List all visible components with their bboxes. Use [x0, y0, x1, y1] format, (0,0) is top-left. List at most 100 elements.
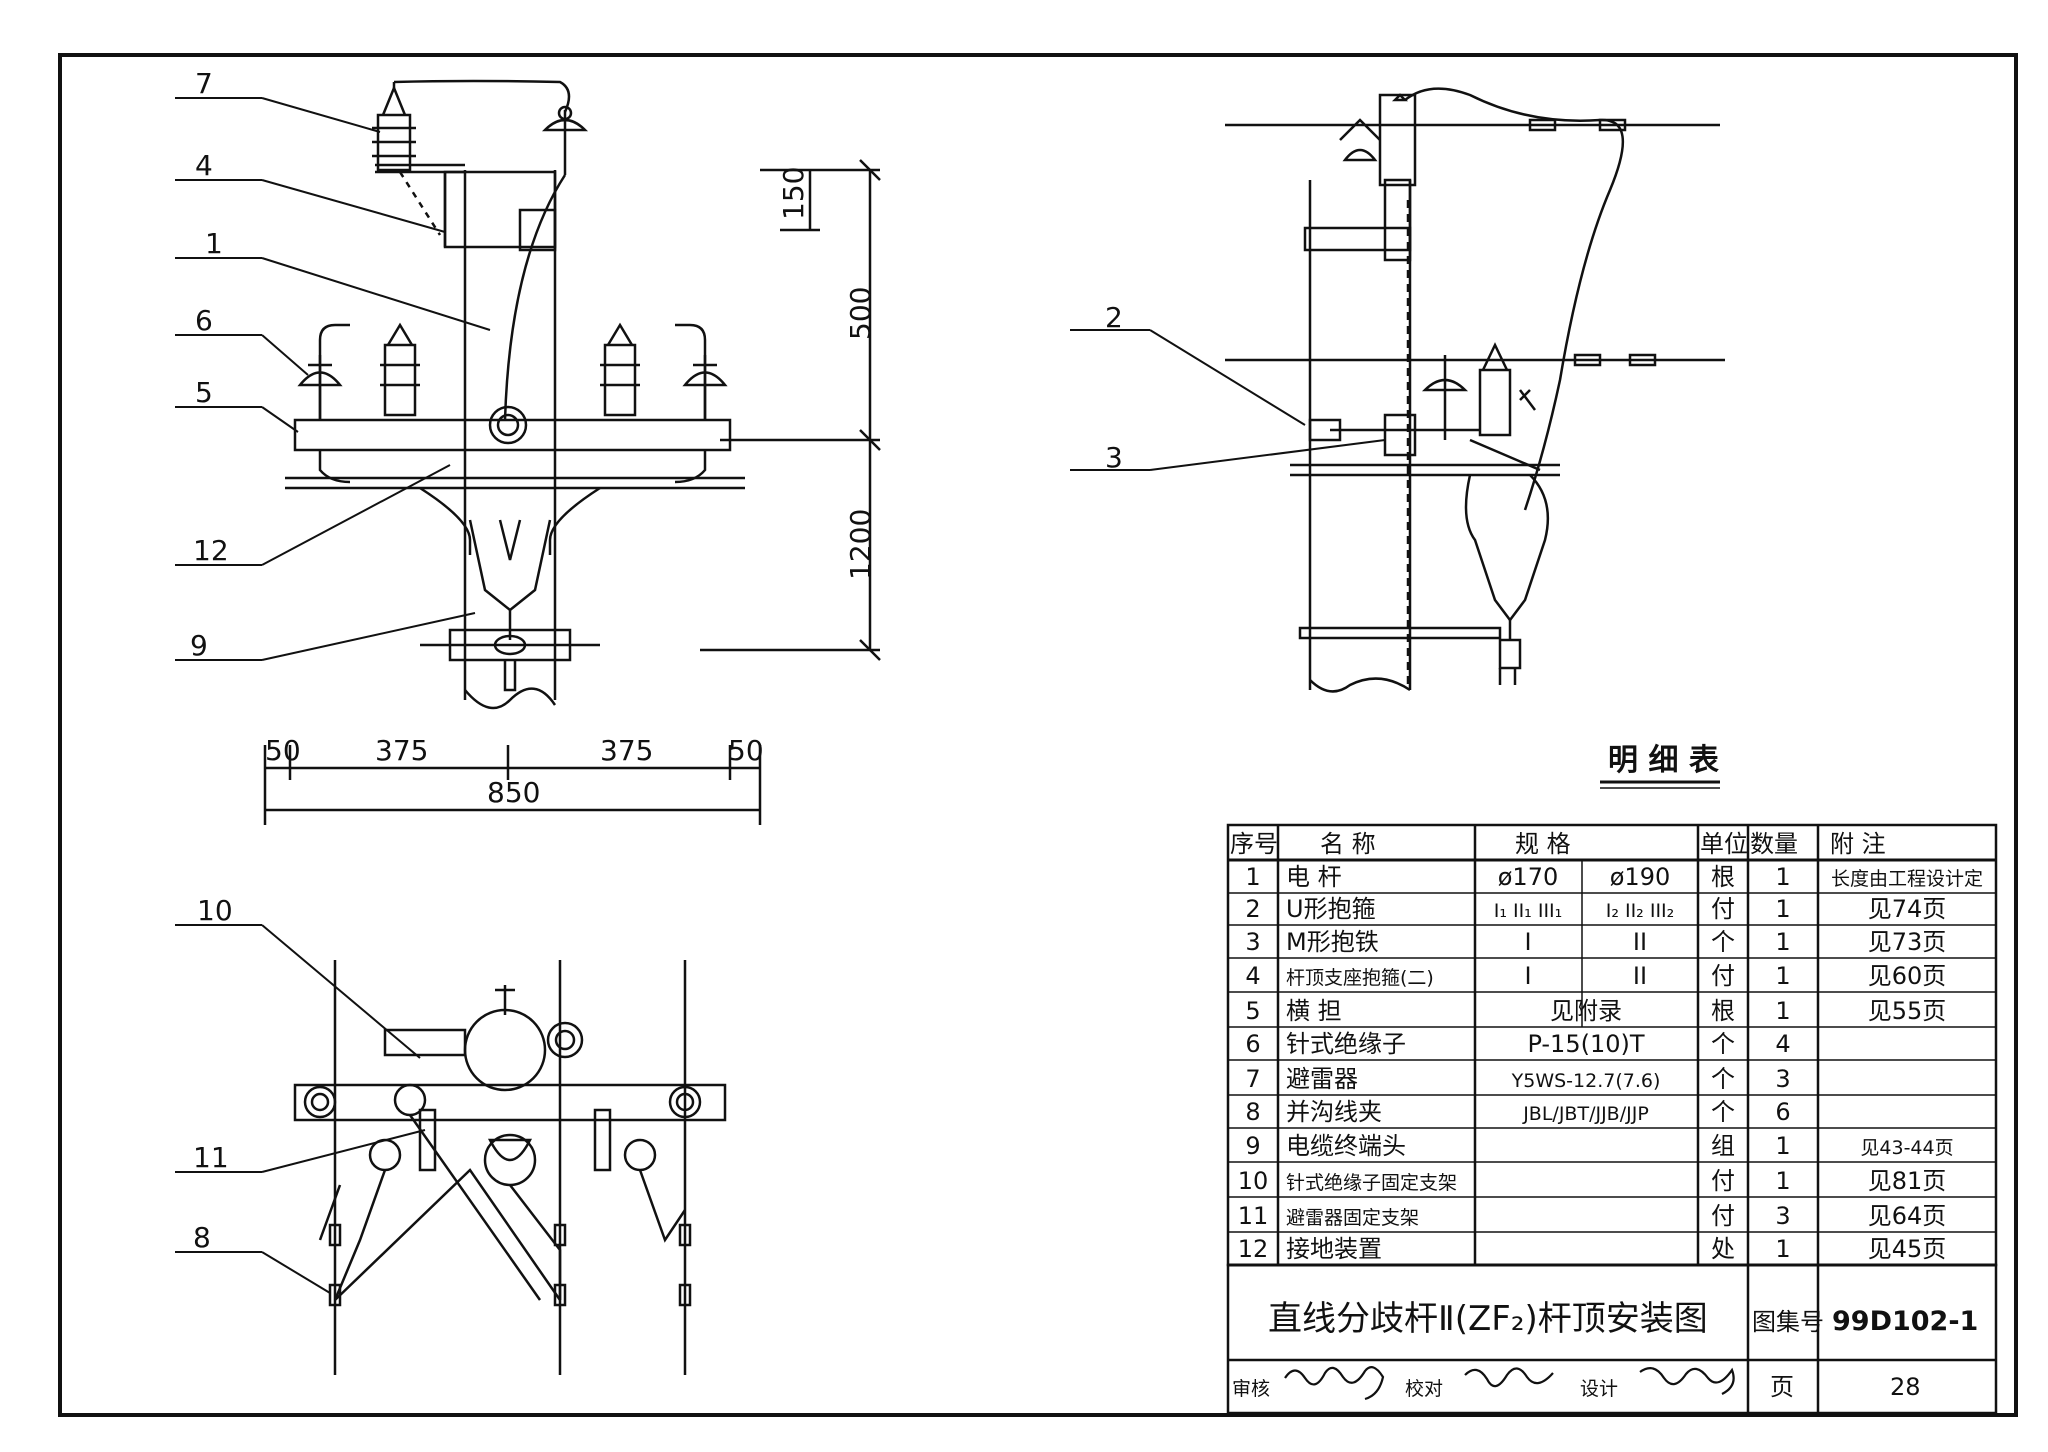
dimension-500: 500: [844, 287, 877, 340]
table-cell-spec-1: I₁ II₁ III₁: [1494, 900, 1563, 922]
table-cell-name: 接地装置: [1286, 1235, 1382, 1263]
part-label-10: 10: [197, 894, 233, 927]
atlas-number: 99D102-1: [1832, 1306, 1978, 1337]
part-label-9: 9: [190, 629, 208, 662]
table-cell-unit: 根: [1711, 863, 1735, 891]
table-cell-note: 见74页: [1868, 895, 1947, 923]
table-cell-note: 见45页: [1868, 1235, 1947, 1263]
check-label: 校对: [1405, 1378, 1443, 1400]
table-cell-name: 避雷器固定支架: [1286, 1207, 1419, 1229]
dimension-375-left: 375: [375, 734, 428, 767]
table-cell-unit: 付: [1711, 962, 1735, 990]
table-cell-note: 见64页: [1868, 1202, 1947, 1230]
dimension-150: 150: [777, 167, 810, 220]
part-label-4: 4: [195, 149, 213, 182]
table-cell-spec: P-15(10)T: [1527, 1030, 1644, 1058]
table-cell-qty: 3: [1775, 1202, 1790, 1230]
dimension-1200: 1200: [844, 509, 877, 580]
parts-table-title: 明 细 表: [1608, 743, 1719, 778]
atlas-number-label: 图集号: [1752, 1308, 1824, 1336]
dimension-50-left: 50: [265, 734, 301, 767]
part-label-5: 5: [195, 376, 213, 409]
table-cell-no: 6: [1245, 1030, 1260, 1058]
table-cell-no: 8: [1245, 1098, 1260, 1126]
table-cell-note: 见43-44页: [1860, 1137, 1953, 1159]
leader-lines-plan: [175, 924, 426, 1294]
table-cell-qty: 4: [1775, 1030, 1790, 1058]
table-header-no: 序号: [1230, 830, 1278, 858]
table-cell-name: 杆顶支座抱箍(二): [1286, 967, 1434, 989]
part-label-3: 3: [1105, 441, 1123, 474]
part-label-1: 1: [205, 227, 223, 260]
table-cell-qty: 3: [1775, 1065, 1790, 1093]
part-label-11: 11: [193, 1141, 229, 1174]
dimension-850: 850: [487, 776, 540, 809]
table-cell-name: 电缆终端头: [1286, 1132, 1406, 1160]
table-cell-unit: 个: [1711, 1030, 1735, 1058]
table-cell-unit: 个: [1711, 1065, 1735, 1093]
table-header-unit: 单位: [1700, 830, 1748, 858]
table-cell-qty: 1: [1775, 1132, 1790, 1160]
table-cell-unit: 根: [1711, 997, 1735, 1025]
table-header-name: 名 称: [1320, 830, 1376, 858]
part-label-7: 7: [195, 67, 213, 100]
table-cell-no: 12: [1238, 1235, 1269, 1263]
part-label-2: 2: [1105, 301, 1123, 334]
table-cell-spec: JBL/JBT/JJB/JJP: [1522, 1103, 1649, 1125]
part-label-12: 12: [193, 534, 229, 567]
table-cell-name: M形抱铁: [1286, 928, 1379, 956]
review-label: 审核: [1232, 1378, 1270, 1400]
table-cell-spec: Y5WS-12.7(7.6): [1511, 1070, 1661, 1092]
signature-marks: [1284, 1366, 1735, 1401]
table-cell-spec-2: I₂ II₂ III₂: [1606, 900, 1675, 922]
table-cell-qty: 1: [1775, 962, 1790, 990]
table-header-qty: 数量: [1750, 830, 1798, 858]
table-cell-note: 见81页: [1868, 1167, 1947, 1195]
table-cell-name: 并沟线夹: [1286, 1098, 1382, 1126]
table-cell-qty: 1: [1775, 863, 1790, 891]
table-cell-qty: 1: [1775, 928, 1790, 956]
drawing-title: 直线分歧杆Ⅱ(ZF₂)杆顶安装图: [1268, 1299, 1708, 1339]
table-cell-no: 1: [1245, 863, 1260, 891]
title-block-grid: [1226, 1263, 1998, 1415]
table-cell-unit: 付: [1711, 1167, 1735, 1195]
table-cell-no: 5: [1245, 997, 1260, 1025]
leader-lines-side: [1070, 329, 1386, 471]
front-elevation-view: [263, 79, 881, 825]
table-cell-no: 9: [1245, 1132, 1260, 1160]
table-cell-spec-1: ø170: [1498, 863, 1559, 891]
table-cell-name: 针式绝缘子: [1286, 1030, 1406, 1058]
table-cell-no: 2: [1245, 895, 1260, 923]
table-cell-note: 长度由工程设计定: [1831, 868, 1983, 890]
dimension-50-right: 50: [728, 734, 764, 767]
table-cell-note: 见73页: [1868, 928, 1947, 956]
table-header-spec: 规 格: [1515, 830, 1571, 858]
leader-lines-front: [175, 97, 491, 661]
table-header-note: 附 注: [1830, 830, 1886, 858]
table-cell-unit: 个: [1711, 928, 1735, 956]
part-label-8: 8: [193, 1221, 211, 1254]
table-cell-no: 7: [1245, 1065, 1260, 1093]
table-cell-spec-1: I: [1524, 962, 1531, 990]
table-cell-spec-2: II: [1633, 962, 1647, 990]
table-cell-no: 10: [1238, 1167, 1269, 1195]
side-elevation-view: [1225, 87, 1725, 693]
table-cell-unit: 处: [1711, 1235, 1735, 1263]
table-cell-spec-1: I: [1524, 928, 1531, 956]
page-number: 28: [1890, 1373, 1921, 1401]
table-cell-no: 11: [1238, 1202, 1269, 1230]
table-cell-no: 4: [1245, 962, 1260, 990]
table-cell-no: 3: [1245, 928, 1260, 956]
table-cell-name: 电 杆: [1286, 863, 1342, 891]
table-cell-unit: 个: [1711, 1098, 1735, 1126]
table-cell-note: 见60页: [1868, 962, 1947, 990]
table-cell-name: 横 担: [1286, 997, 1342, 1025]
table-cell-note: 见55页: [1868, 997, 1947, 1025]
table-cell-spec-2: II: [1633, 928, 1647, 956]
plan-view: [293, 960, 727, 1375]
table-cell-unit: 付: [1711, 895, 1735, 923]
table-cell-name: 避雷器: [1286, 1065, 1358, 1093]
table-cell-name: U形抱箍: [1286, 895, 1376, 923]
